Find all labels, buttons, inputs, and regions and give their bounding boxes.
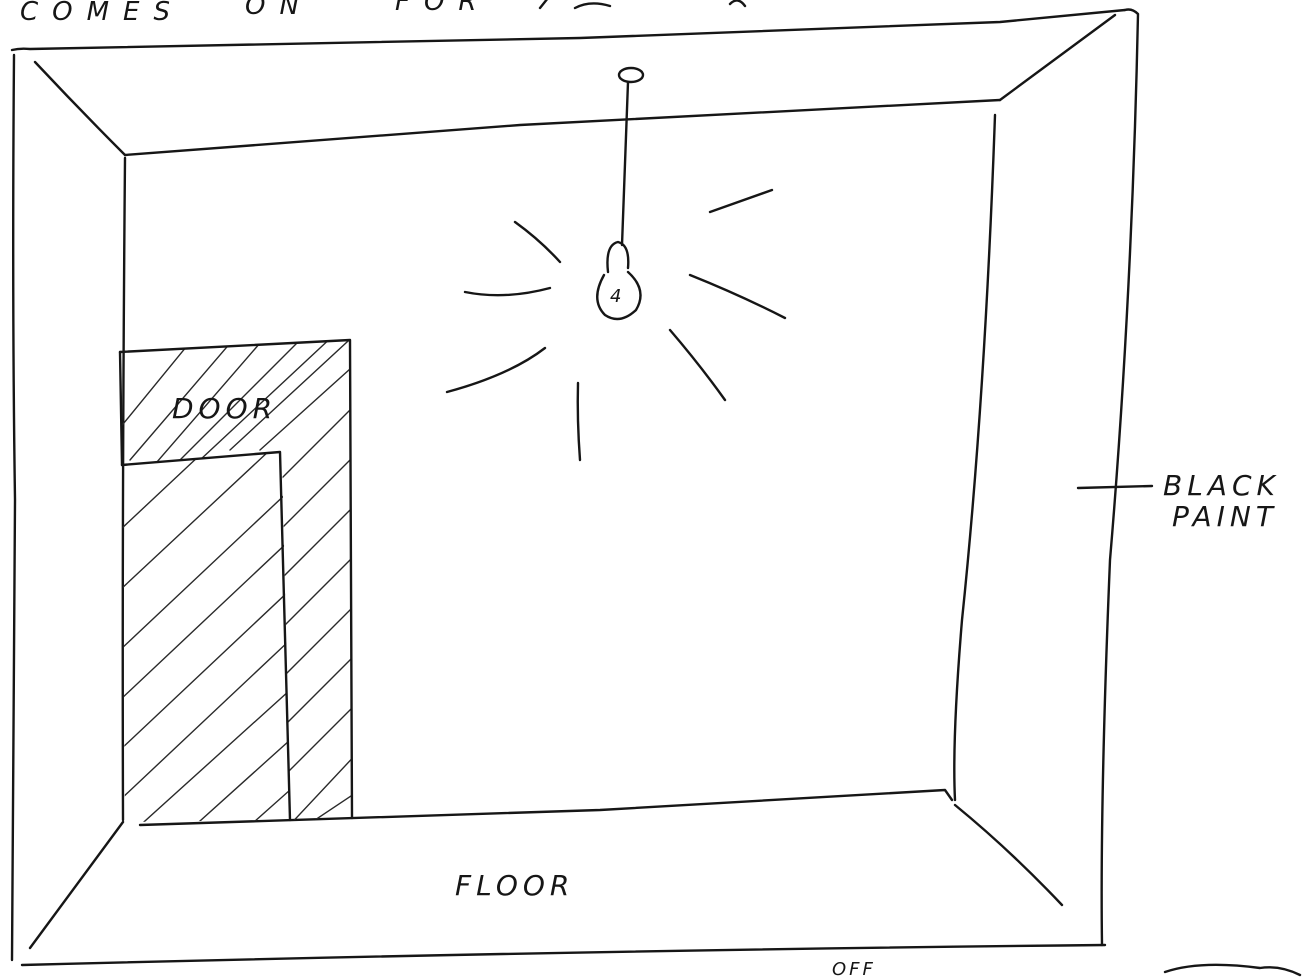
door: DOOR <box>110 320 360 830</box>
light-ray <box>690 275 785 318</box>
light-ray <box>515 222 560 262</box>
back-wall-right <box>954 115 995 800</box>
outer-right-edge <box>1102 10 1138 946</box>
caption-word-comes: COMES <box>20 0 184 27</box>
outer-left-edge <box>12 55 15 960</box>
perspective-lines <box>30 15 1115 948</box>
outer-frame <box>12 10 1138 966</box>
bulb-socket <box>607 242 628 272</box>
side-note-line2: PAINT <box>1172 500 1278 533</box>
side-note-line1: BLACK <box>1163 469 1280 502</box>
caption-word-for: FOR <box>395 0 491 17</box>
light-ray <box>578 383 580 460</box>
back-wall-bottom <box>140 790 952 825</box>
back-wall-left <box>123 158 125 820</box>
top-caption: COMES ON FOR <box>20 0 745 27</box>
bottom-right-fragment <box>1165 965 1300 975</box>
corner-bottom-left <box>30 822 123 948</box>
outer-bottom-edge <box>22 945 1105 965</box>
black-paint-note: BLACK PAINT <box>1078 469 1280 533</box>
caption-fragment <box>540 0 548 8</box>
bulb-mark: 4 <box>610 286 621 307</box>
caption-word-on: ON <box>245 0 313 21</box>
annotation-leader-line <box>1078 486 1152 488</box>
corner-top-right <box>1000 15 1115 100</box>
door-left-edge <box>120 352 122 465</box>
door-leaf-hatching <box>120 450 290 830</box>
corner-bottom-right <box>955 805 1062 905</box>
caption-fragment-2 <box>575 3 610 8</box>
corner-top-left <box>35 62 125 155</box>
door-label: DOOR <box>172 392 277 425</box>
light-ray <box>465 288 550 295</box>
door-leaf-outline <box>122 452 290 820</box>
bulb-cord <box>622 82 628 245</box>
back-wall-top <box>125 100 1000 155</box>
light-ray <box>447 348 545 392</box>
light-ray <box>710 190 772 212</box>
floor-label: FLOOR <box>455 869 574 902</box>
back-wall <box>123 100 1000 825</box>
caption-fragment-3 <box>730 0 745 6</box>
bottom-note: OFF <box>832 959 876 979</box>
light-ray <box>670 330 725 400</box>
ceiling-mount-icon <box>619 68 643 82</box>
